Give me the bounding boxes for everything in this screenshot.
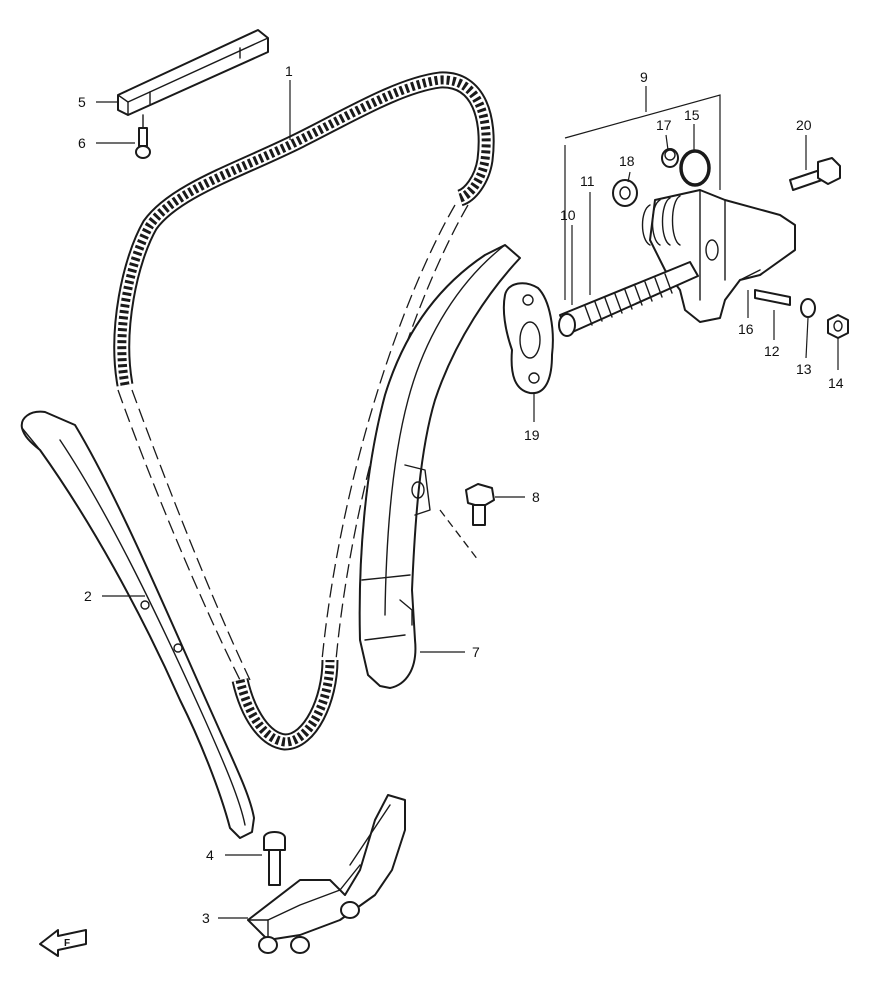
- timing-chain: [113, 71, 495, 751]
- label-part-17: 17: [656, 117, 672, 133]
- label-part-14: 14: [828, 375, 844, 391]
- label-part-1: 1: [285, 63, 293, 79]
- label-part-16: 16: [738, 321, 754, 337]
- assembly-bracket-line: [564, 94, 721, 300]
- front-direction-mark: F: [64, 938, 70, 949]
- guide-bolt-small: [135, 114, 151, 159]
- tensioner-nut: [612, 179, 638, 207]
- tensioner-o-ring: [679, 149, 711, 187]
- lower-chain-guide-bracket: [247, 794, 406, 954]
- label-part-19: 19: [524, 427, 540, 443]
- label-part-15: 15: [684, 107, 700, 123]
- label-part-12: 12: [764, 343, 780, 359]
- chain-tensioner-assembly: [641, 189, 796, 323]
- label-part-20: 20: [796, 117, 812, 133]
- tensioner-cap: [661, 148, 679, 168]
- tensioner-bolt: [789, 157, 841, 191]
- label-part-7: 7: [472, 644, 480, 660]
- label-part-4: 4: [206, 847, 214, 863]
- label-part-8: 8: [532, 489, 540, 505]
- label-part-5: 5: [78, 94, 86, 110]
- label-part-13: 13: [796, 361, 812, 377]
- tensioner-pivot-bolt: [439, 483, 495, 561]
- label-part-2: 2: [84, 588, 92, 604]
- front-direction-arrow-icon: F: [39, 929, 87, 957]
- tensioner-washer: [800, 298, 816, 318]
- label-part-18: 18: [619, 153, 635, 169]
- tensioner-pin: [754, 289, 791, 306]
- tensioner-gasket: [502, 282, 554, 395]
- chain-guide-left: [20, 410, 255, 839]
- leader-lines: [96, 80, 839, 919]
- upper-chain-guide: [117, 29, 269, 116]
- bracket-bolt: [263, 831, 286, 886]
- label-part-3: 3: [202, 910, 210, 926]
- label-part-10: 10: [560, 207, 576, 223]
- tensioner-plunger: [558, 261, 699, 337]
- chain-tensioner-arm: [358, 244, 521, 689]
- label-part-11: 11: [580, 173, 595, 189]
- label-part-6: 6: [78, 135, 86, 151]
- label-part-9: 9: [640, 69, 648, 85]
- tensioner-end-nut: [827, 314, 849, 339]
